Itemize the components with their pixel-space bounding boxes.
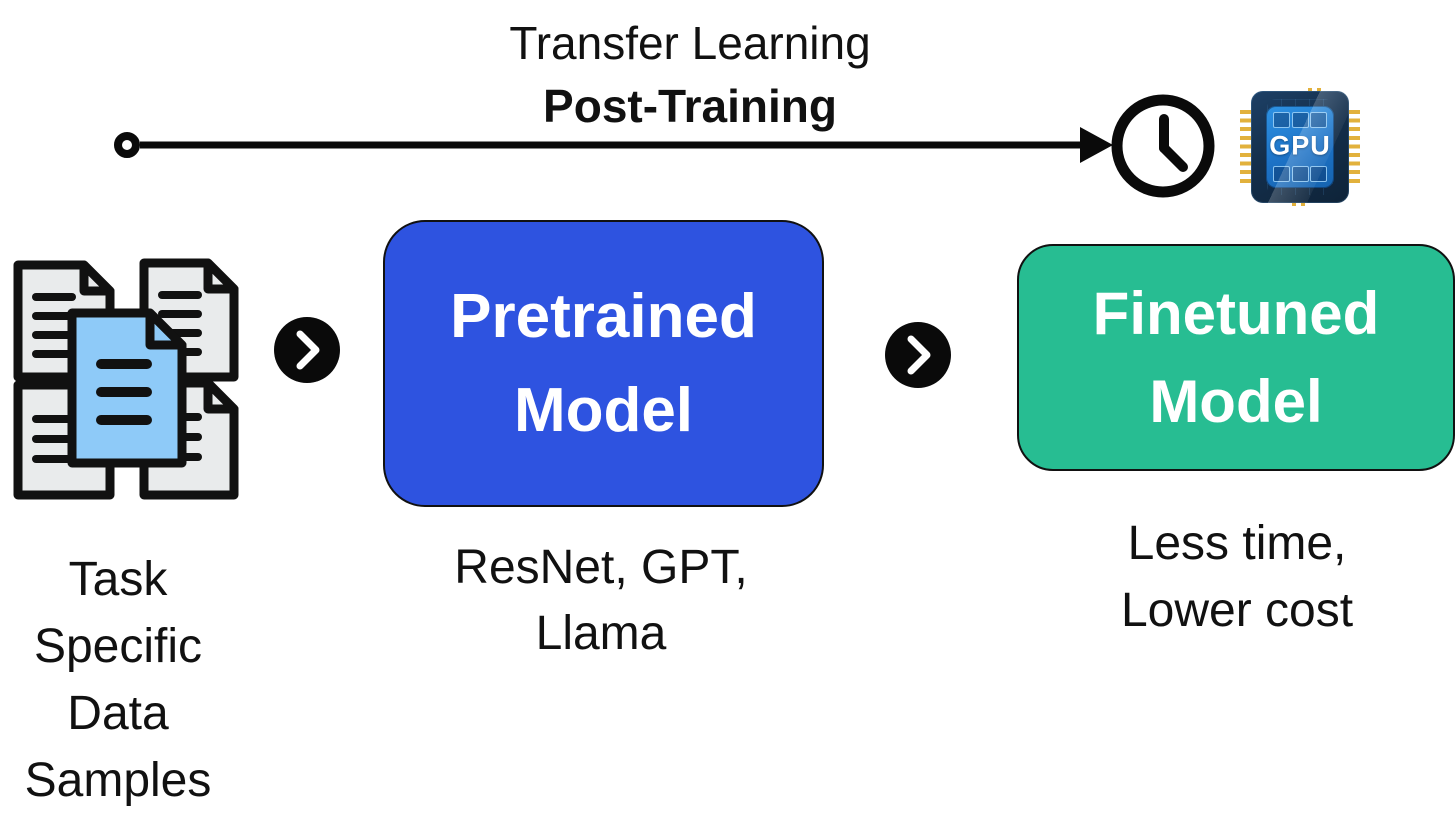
chevron-right-icon (885, 322, 951, 388)
timeline-start-circle-icon (114, 132, 140, 158)
documents-icon (13, 258, 239, 500)
gpu-cells-top (1273, 112, 1327, 128)
gpu-cell (1310, 112, 1327, 128)
chevron-right-icon (274, 317, 340, 383)
pretrained-model-box: Pretrained Model (383, 220, 824, 507)
gpu-pins-right (1348, 110, 1360, 184)
transfer-learning-title: Transfer Learning (509, 17, 871, 69)
finetuned-model-label: Finetuned Model (1092, 279, 1380, 435)
pretrained-model-label: Pretrained Model (450, 281, 757, 445)
timeline-arrow (114, 127, 1113, 163)
gpu-sheen (1251, 91, 1349, 203)
finetuned-model-box: Finetuned Model (1017, 244, 1455, 471)
gpu-cell (1273, 166, 1290, 182)
gpu-cells-bottom (1273, 166, 1327, 182)
caption-task-specific-data-samples: Task Specific Data Samples (24, 553, 212, 807)
clock-icon (1111, 94, 1215, 198)
gpu-pins-left (1240, 110, 1252, 184)
gpu-cell (1273, 112, 1290, 128)
gpu-die: GPU (1266, 106, 1334, 188)
gpu-cell (1310, 166, 1327, 182)
timeline-arrowhead-icon (1080, 127, 1113, 163)
gpu-cell (1291, 112, 1309, 128)
caption-finetune-benefits: Less time, Lower cost (1120, 517, 1354, 637)
post-training-subtitle: Post-Training (543, 80, 837, 132)
gpu-chip-icon: GPU (1240, 88, 1360, 206)
caption-model-examples: ResNet, GPT, Llama (454, 541, 748, 660)
gpu-label: GPU (1266, 130, 1334, 161)
gpu-cell (1291, 166, 1309, 182)
